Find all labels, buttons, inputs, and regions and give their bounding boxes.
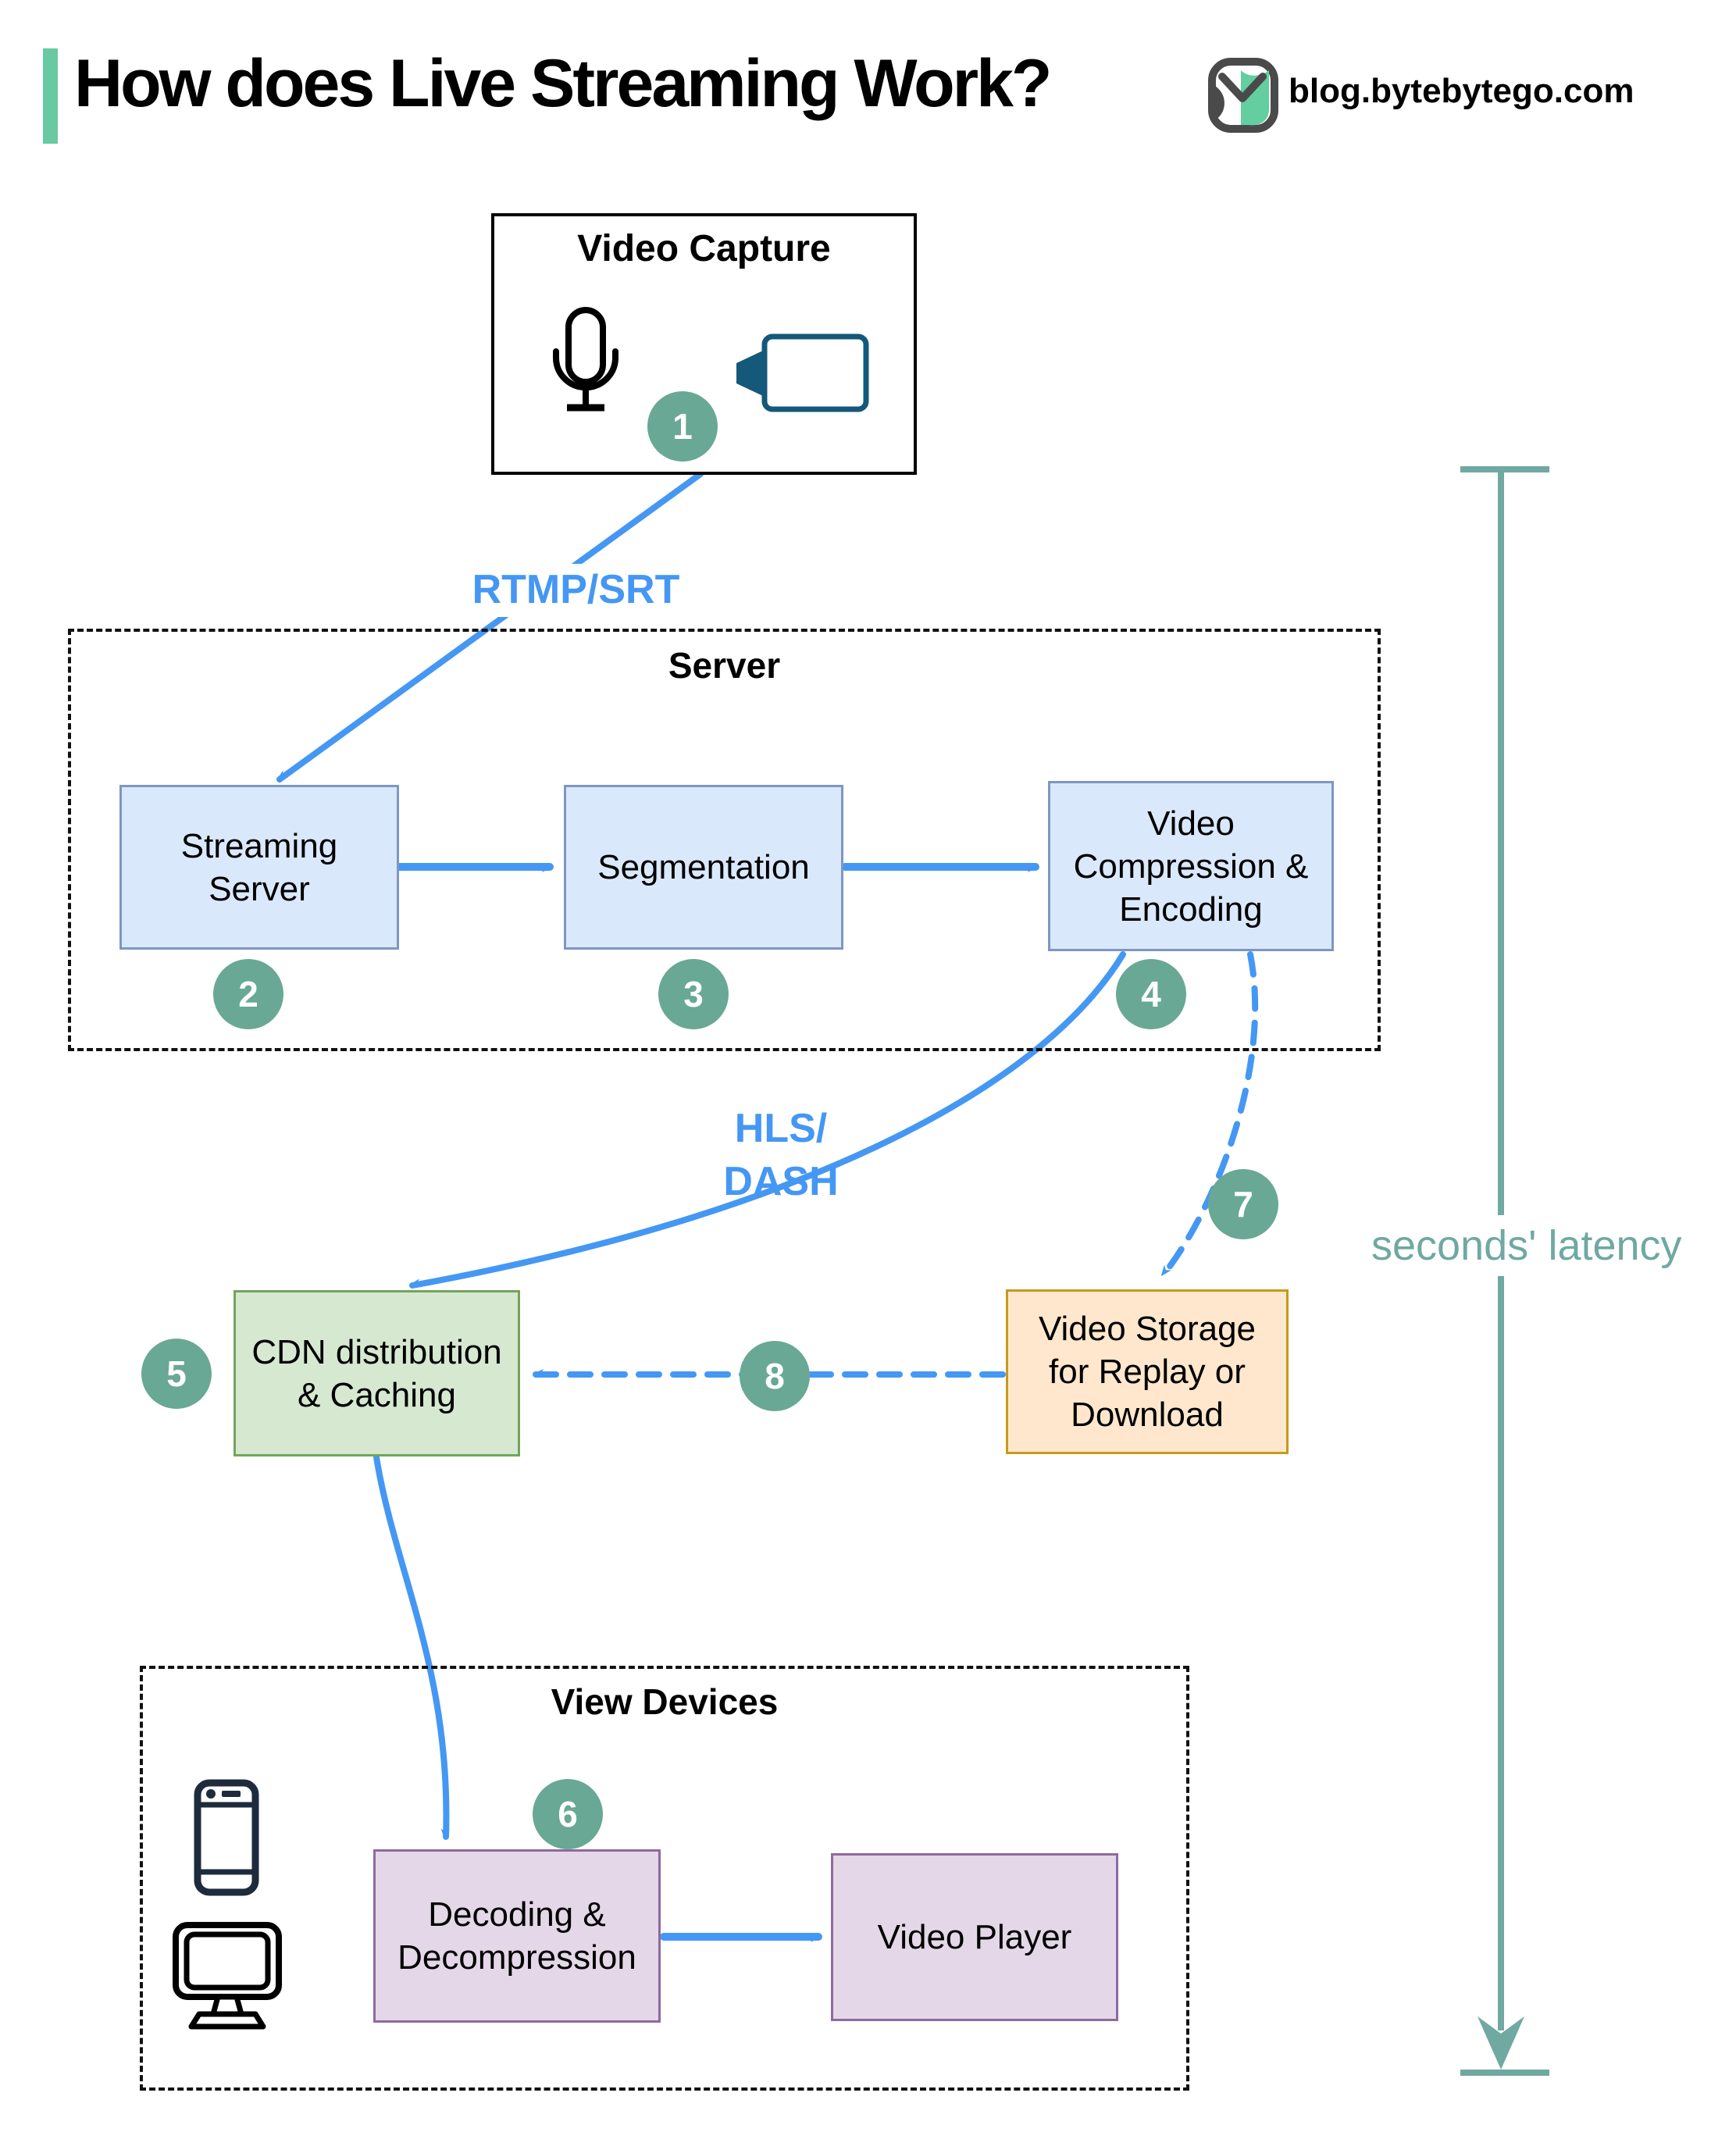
step-badge-3: 3 — [658, 959, 729, 1029]
server-group-title: Server — [668, 645, 781, 686]
video-player-label: Video Player — [877, 1918, 1072, 1956]
bytebytego-logo-icon — [1208, 58, 1278, 133]
decoding-box: Decoding & Decompression — [373, 1849, 661, 2023]
segmentation-label: Segmentation — [597, 848, 810, 886]
video-capture-title: Video Capture — [577, 228, 831, 269]
view-devices-title: View Devices — [551, 1681, 779, 1722]
edge-cdn-to-decoding — [373, 1454, 446, 1840]
step-number: 7 — [1233, 1184, 1253, 1225]
rtmp-srt-label: RTMP/SRT — [433, 564, 718, 617]
hls-label-line2: DASH — [723, 1158, 839, 1204]
page-title: How does Live Streaming Work? — [74, 46, 1052, 121]
step-badge-6: 6 — [533, 1779, 603, 1849]
latency-arrowhead — [1478, 2016, 1524, 2070]
microphone-icon — [553, 307, 618, 412]
view-devices-group-box — [140, 1666, 1189, 2091]
step-badge-1: 1 — [647, 391, 718, 462]
video-compression-label: Video Compression & Encoding — [1073, 804, 1309, 929]
step-number: 2 — [238, 974, 258, 1014]
video-compression-box: Video Compression & Encoding — [1048, 781, 1334, 951]
cdn-box: CDN distribution & Caching — [233, 1290, 520, 1456]
step-number: 6 — [558, 1794, 578, 1834]
edge-capture-to-streaming — [276, 471, 704, 783]
cdn-label: CDN distribution & Caching — [251, 1332, 502, 1414]
step-number: 3 — [683, 974, 704, 1014]
smartphone-icon — [194, 1779, 259, 1896]
segmentation-box: Segmentation — [564, 785, 843, 950]
monitor-icon — [173, 1922, 282, 2030]
streaming-server-label: Streaming Server — [180, 826, 338, 908]
decoding-label: Decoding & Decompression — [397, 1895, 636, 1977]
server-group-box — [68, 629, 1381, 1051]
edge-compression-to-cdn — [412, 951, 1126, 1289]
streaming-server-box: Streaming Server — [119, 785, 399, 950]
site-url: blog.bytebytego.com — [1289, 72, 1634, 110]
video-storage-box: Video Storage for Replay or Download — [1006, 1289, 1289, 1454]
latency-label: seconds' latency — [1360, 1215, 1693, 1276]
hls-dash-label: HLS/ DASH — [640, 1103, 921, 1208]
step-number: 8 — [765, 1356, 785, 1396]
step-number: 5 — [166, 1353, 187, 1394]
video-player-box: Video Player — [831, 1853, 1118, 2021]
video-camera-icon — [736, 333, 869, 412]
step-badge-8: 8 — [740, 1341, 810, 1411]
video-storage-label: Video Storage for Replay or Download — [1038, 1310, 1257, 1434]
step-badge-7: 7 — [1208, 1169, 1278, 1239]
edge-compression-to-storage — [1160, 951, 1259, 1278]
step-number: 4 — [1141, 974, 1161, 1014]
step-number: 1 — [672, 406, 693, 447]
title-accent-bar — [43, 48, 58, 144]
step-badge-5: 5 — [141, 1339, 212, 1409]
step-badge-2: 2 — [213, 959, 283, 1029]
step-badge-4: 4 — [1116, 959, 1186, 1029]
hls-label-line1: HLS/ — [734, 1106, 828, 1151]
